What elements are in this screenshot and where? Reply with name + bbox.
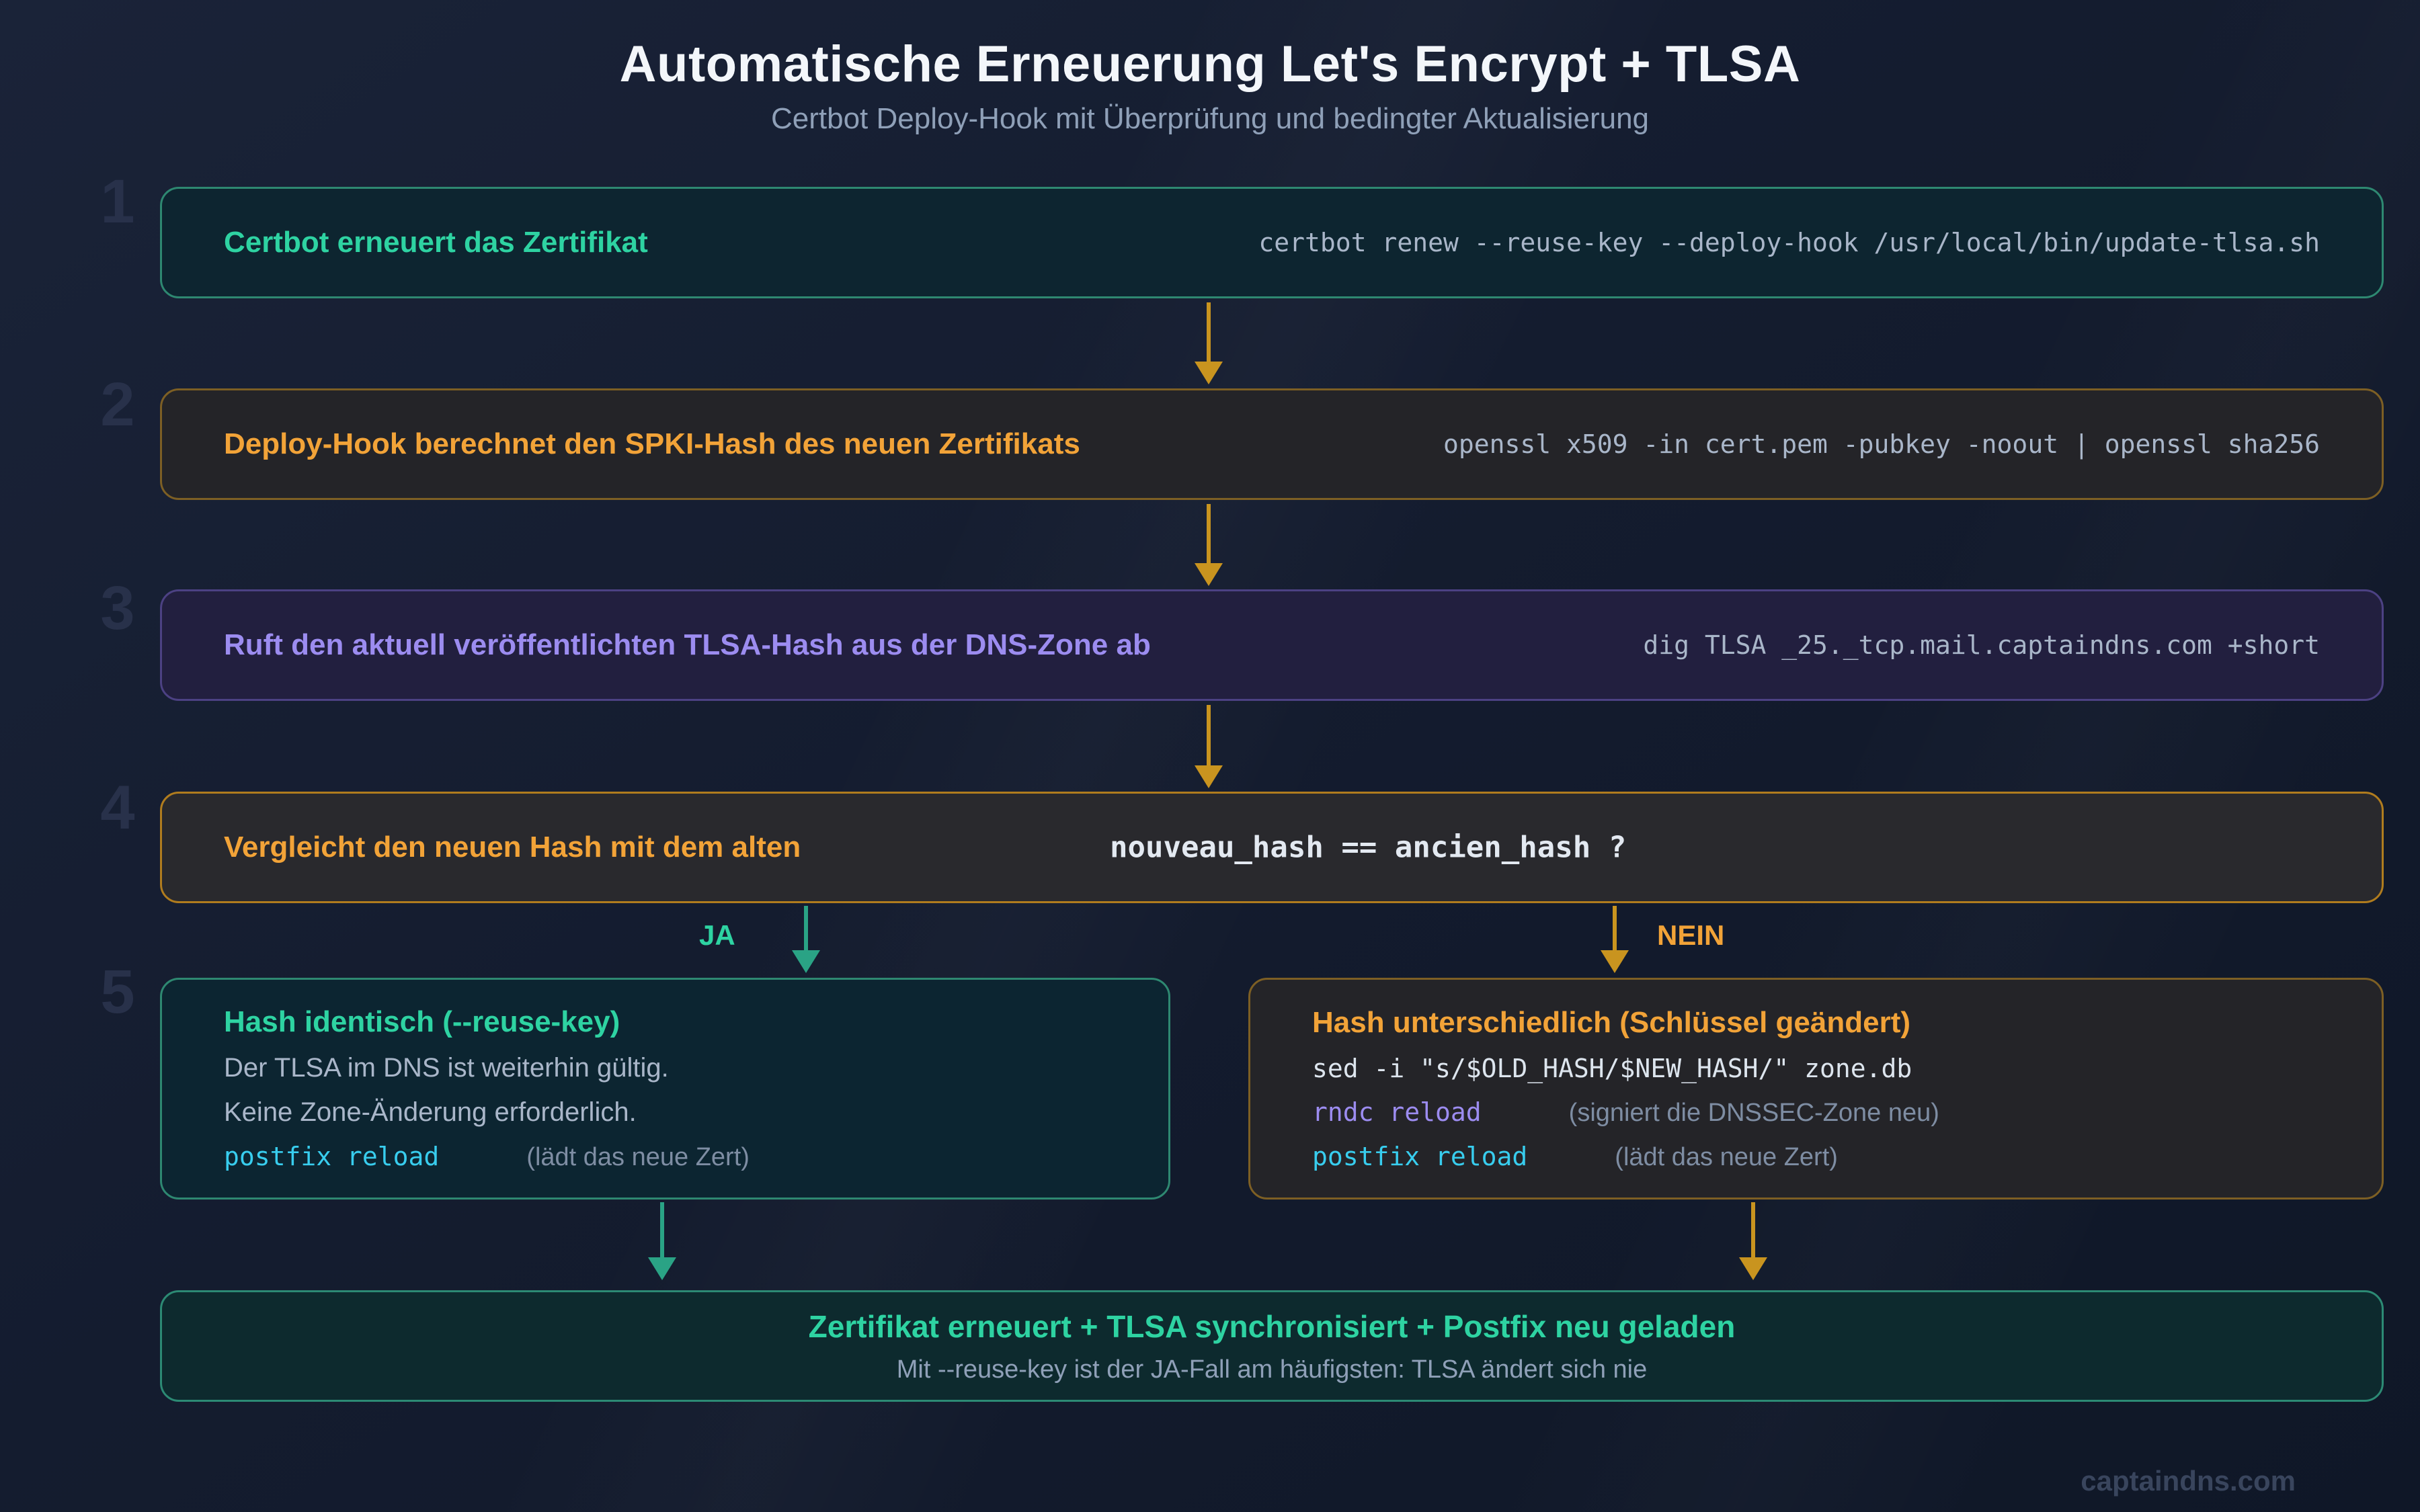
branch-yes-line1: Der TLSA im DNS ist weiterhin gültig. [224, 1053, 669, 1083]
step-2-box: Deploy-Hook berechnet den SPKI-Hash des … [160, 388, 2384, 500]
branch-no-box: Hash unterschiedlich (Schlüssel geändert… [1248, 978, 2384, 1200]
step-1-command: certbot renew --reuse-key --deploy-hook … [1258, 228, 2320, 257]
hash-comparison-expression: nouveau_hash == ancien_hash ? [1110, 830, 1627, 865]
step-1-box: Certbot erneuert das Zertifikat certbot … [160, 187, 2384, 298]
step-number-3: 3 [100, 574, 135, 642]
branch-no-label: NEIN [1657, 919, 1725, 951]
step-3-label: Ruft den aktuell veröffentlichten TLSA-H… [224, 628, 1151, 661]
step-number-2: 2 [100, 370, 135, 439]
postfix-reload-note: (lädt das neue Zert) [1615, 1142, 1838, 1171]
flow-arrow-1-icon [1207, 302, 1211, 364]
step-number-1: 1 [100, 167, 135, 236]
step-4-box: Vergleicht den neuen Hash mit dem alten … [160, 792, 2384, 903]
watermark: captaindns.com [2081, 1465, 2296, 1497]
step-number-5: 5 [100, 958, 135, 1026]
branch-yes-line2: Keine Zone-Änderung erforderlich. [224, 1097, 637, 1127]
step-number-4: 4 [100, 773, 135, 842]
flow-arrow-2-icon [1207, 504, 1211, 566]
flow-arrow-3-icon [1207, 705, 1211, 768]
step-4-label: Vergleicht den neuen Hash mit dem alten [224, 831, 801, 864]
result-title: Zertifikat erneuert + TLSA synchronisier… [808, 1308, 1736, 1344]
branch-no-arrow-icon [1613, 906, 1617, 953]
rndc-reload-command: rndc reload [1312, 1097, 1482, 1127]
merge-arrow-right-icon [1751, 1202, 1755, 1260]
page-subtitle: Certbot Deploy-Hook mit Überprüfung und … [770, 102, 1650, 135]
branch-yes-title: Hash identisch (--reuse-key) [224, 1005, 620, 1038]
postfix-reload-command: postfix reload [224, 1142, 440, 1171]
branch-yes-arrow-icon [804, 906, 808, 953]
step-3-command: dig TLSA _25._tcp.mail.captaindns.com +s… [1643, 630, 2320, 660]
page-title: Automatische Erneuerung Let's Encrypt + … [619, 36, 1801, 93]
step-3-box: Ruft den aktuell veröffentlichten TLSA-H… [160, 589, 2384, 701]
result-box: Zertifikat erneuert + TLSA synchronisier… [160, 1290, 2384, 1402]
postfix-reload-note: (lädt das neue Zert) [526, 1143, 750, 1171]
result-subtitle: Mit --reuse-key ist der JA-Fall am häufi… [896, 1355, 1648, 1384]
sed-command: sed -i "s/$OLD_HASH/$NEW_HASH/" zone.db [1312, 1053, 1912, 1083]
step-1-label: Certbot erneuert das Zertifikat [224, 226, 648, 259]
step-2-label: Deploy-Hook berechnet den SPKI-Hash des … [224, 427, 1080, 460]
branch-no-title: Hash unterschiedlich (Schlüssel geändert… [1312, 1005, 1911, 1039]
step-2-command: openssl x509 -in cert.pem -pubkey -noout… [1443, 429, 2320, 459]
postfix-reload-command: postfix reload [1312, 1141, 1528, 1171]
merge-arrow-left-icon [660, 1202, 664, 1260]
rndc-reload-note: (signiert die DNSSEC-Zone neu) [1568, 1098, 1939, 1127]
branch-yes-box: Hash identisch (--reuse-key) Der TLSA im… [160, 978, 1170, 1200]
branch-yes-label: JA [699, 919, 735, 951]
